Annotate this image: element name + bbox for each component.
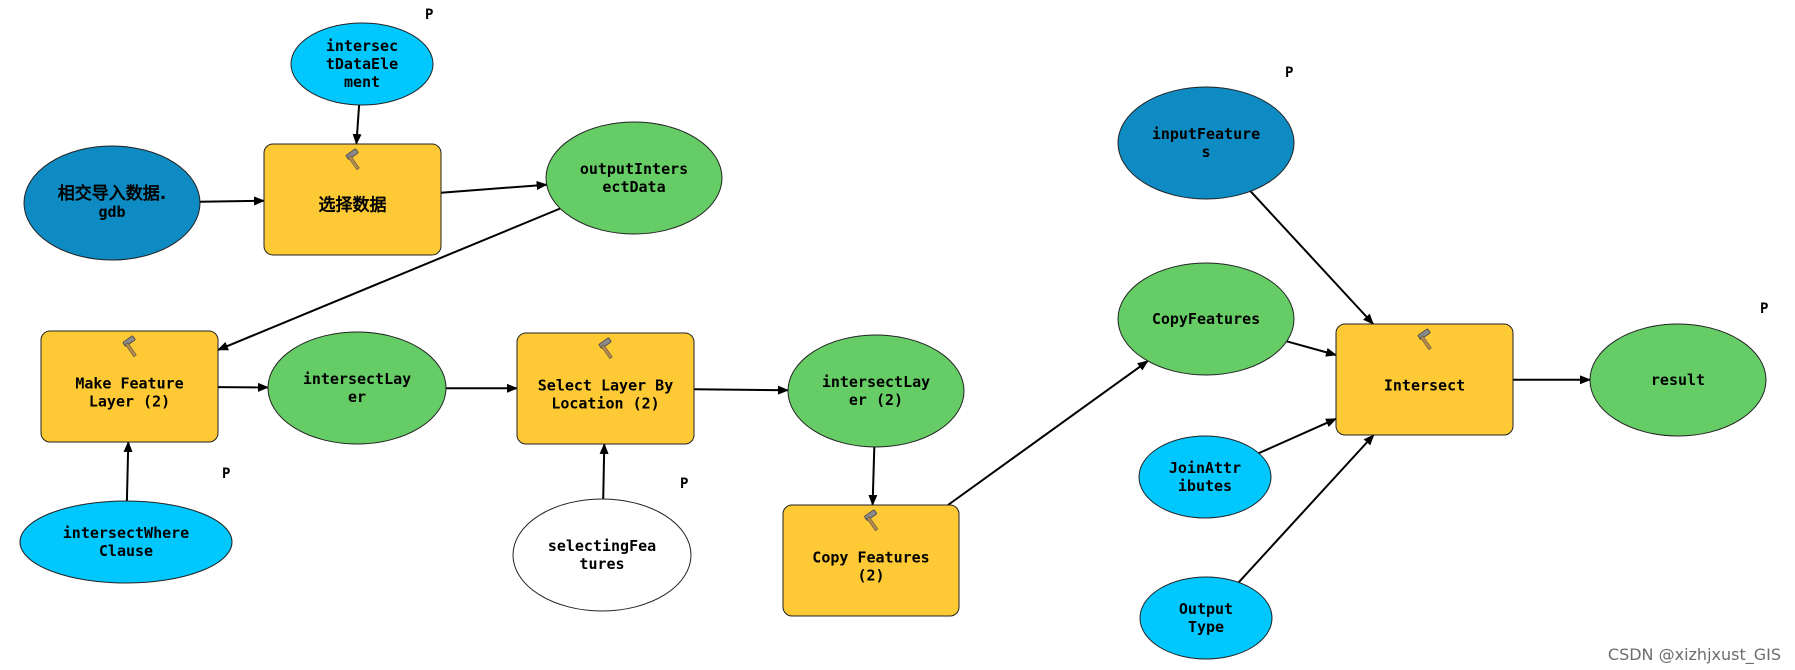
node-label-line: Clause <box>99 542 153 560</box>
select-data-tool-node[interactable]: 选择数据 <box>263 143 442 256</box>
node-label-line: selectingFea <box>548 537 656 555</box>
node-label-line: ment <box>344 73 380 91</box>
connector-intersect-data-element-to-select-data-tool[interactable] <box>352 104 362 145</box>
node-label-line: intersectWhere <box>63 524 189 542</box>
connector-join-attributes-to-intersect-tool[interactable] <box>1258 417 1337 455</box>
connector-import-gdb-to-select-data-tool[interactable] <box>199 196 265 206</box>
node-label-line: intersec <box>326 37 398 55</box>
tool-box <box>516 332 695 445</box>
node-label-line: tDataEle <box>326 55 398 73</box>
watermark: CSDN @xizhjxust_GIS <box>1607 645 1781 664</box>
parameter-flag: P <box>680 476 688 492</box>
connector-copy-features-output-to-intersect-tool[interactable] <box>1286 340 1337 357</box>
connection-layer <box>123 104 1591 584</box>
variable-ellipse <box>23 145 201 261</box>
node-label-line: 相交导入数据. <box>58 183 166 204</box>
import-gdb-node[interactable]: 相交导入数据.gdb <box>23 145 201 261</box>
tool-box <box>40 330 219 443</box>
parameter-flag: P <box>222 466 230 482</box>
connector-selecting-features-to-select-layer-by-location-tool[interactable] <box>599 443 609 500</box>
node-label-line: Make Feature <box>75 375 183 393</box>
node-label-line: CopyFeatures <box>1152 310 1260 328</box>
node-label-line: er (2) <box>849 391 903 409</box>
node-label-line: Location (2) <box>551 395 659 413</box>
connector-input-features-to-intersect-tool[interactable] <box>1249 190 1374 325</box>
variable-ellipse <box>787 334 965 448</box>
copy-features-output-node[interactable]: CopyFeatures <box>1117 262 1295 376</box>
intersect-tool-node[interactable]: Intersect <box>1335 323 1514 436</box>
node-label-line: outputInters <box>580 160 688 178</box>
node-label-line: JoinAttr <box>1169 459 1241 477</box>
connector-output-type-to-intersect-tool[interactable] <box>1237 434 1375 584</box>
variable-ellipse <box>1138 435 1272 519</box>
node-label-line: er <box>348 388 366 406</box>
node-label-line: Output <box>1179 600 1233 618</box>
variable-ellipse <box>19 500 233 584</box>
connector-copy-features-tool-to-copy-features-output[interactable] <box>947 360 1149 506</box>
connector-select-layer-by-location-tool-to-intersect-layer-2[interactable] <box>693 385 789 395</box>
node-label-line: (2) <box>857 567 884 585</box>
node-label-line: inputFeature <box>1152 125 1260 143</box>
tool-box <box>1335 323 1514 436</box>
node-label-line: Layer (2) <box>89 393 170 411</box>
parameter-flag-layer: P P P P P <box>222 7 1768 492</box>
variable-ellipse <box>512 498 692 612</box>
node-label-line: ibutes <box>1178 477 1232 495</box>
node-label-line: s <box>1201 143 1210 161</box>
tool-box <box>782 504 960 617</box>
tool-box <box>263 143 442 256</box>
parameter-flag: P <box>1760 301 1768 317</box>
node-label-line: Intersect <box>1384 377 1465 395</box>
variable-ellipse <box>290 22 434 106</box>
node-label-line: result <box>1651 371 1705 389</box>
connector-intersect-layer-2-to-copy-features-tool[interactable] <box>868 446 878 506</box>
result-node[interactable]: result <box>1589 323 1767 437</box>
connector-intersect-where-clause-to-make-feature-layer-tool[interactable] <box>123 441 133 502</box>
node-label-line: gdb <box>98 203 125 221</box>
node-label-line: Copy Features <box>812 549 929 567</box>
parameter-flag: P <box>425 7 433 23</box>
variable-ellipse <box>1117 262 1295 376</box>
node-label-line: tures <box>579 555 624 573</box>
connector-output-intersect-data-to-make-feature-layer-tool[interactable] <box>217 207 561 351</box>
variable-ellipse <box>545 121 723 235</box>
node-label-line: ectData <box>602 178 665 196</box>
variable-ellipse <box>1117 86 1295 200</box>
node-label-line: Select Layer By <box>538 377 673 395</box>
variable-ellipse <box>267 331 447 445</box>
node-label-line: 选择数据 <box>319 195 387 216</box>
node-label-line: intersectLay <box>822 373 930 391</box>
copy-features-tool-node[interactable]: Copy Features(2) <box>782 504 960 617</box>
node-label-line: Type <box>1188 618 1224 636</box>
connector-select-data-tool-to-output-intersect-data[interactable] <box>440 180 548 194</box>
parameter-flag: P <box>1285 65 1293 81</box>
variable-ellipse <box>1139 576 1273 660</box>
variable-ellipse <box>1589 323 1767 437</box>
node-label-line: intersectLay <box>303 370 411 388</box>
